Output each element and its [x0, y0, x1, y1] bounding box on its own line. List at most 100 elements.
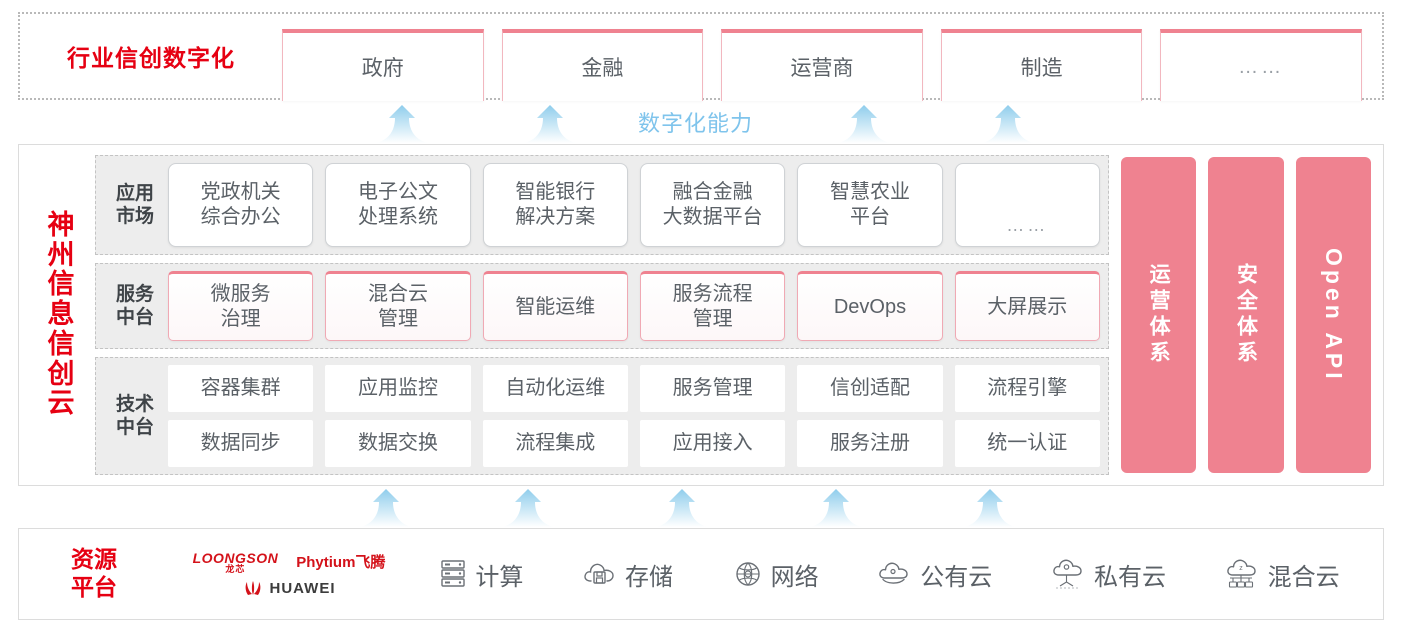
digital-capability-label: 数字化能力 — [638, 111, 754, 136]
card-line: 智慧农业 — [829, 181, 910, 204]
resource-item-public-cloud[interactable]: 公有云 — [877, 557, 992, 592]
resource-item-label: 存储 — [624, 563, 673, 591]
layer-label-line: 应用 — [115, 182, 154, 204]
cross-cutting-pillars: 运营体系 安全体系 Open API — [1119, 155, 1371, 475]
pillar-operations-system[interactable]: 运营体系 — [1121, 157, 1197, 473]
layer-label-application-market: 应用 市场 — [102, 182, 168, 228]
industry-card-finance[interactable]: 金融 — [501, 29, 704, 101]
tech-card-process-integration[interactable]: 流程集成 — [482, 420, 628, 467]
layer-label-line: 中台 — [115, 417, 154, 438]
card-line: 智能银行 — [515, 181, 596, 204]
cloud-title-char: 创 — [47, 358, 75, 389]
tech-card-process-engine[interactable]: 流程引擎 — [954, 365, 1100, 412]
card-line: 党政机关 — [200, 181, 281, 204]
resource-item-compute[interactable]: 计算 — [438, 557, 523, 592]
industry-card-manufacturing[interactable]: 制造 — [940, 29, 1143, 101]
cloud-platform-container: 神 州 信 息 信 创 云 应用 市场 党政机关 综合办公 — [18, 144, 1384, 486]
tech-card-unified-authentication[interactable]: 统一认证 — [954, 420, 1100, 467]
resource-item-private-cloud[interactable]: 私有云 — [1051, 557, 1166, 592]
hybrid-cloud-icon: z — [1226, 559, 1256, 588]
layer-label-line: 中台 — [115, 307, 154, 328]
tech-card-application-access[interactable]: 应用接入 — [639, 420, 786, 467]
service-card-intelligent-ops[interactable]: 智能运维 — [482, 271, 628, 341]
card-line: 管理 — [377, 308, 418, 330]
industry-card-more[interactable]: …… — [1160, 29, 1362, 101]
service-platform-items: 微服务 治理 混合云 管理 智能运维 服务流程 — [168, 271, 1100, 341]
layer-label-technical-platform: 技术 中台 — [102, 393, 168, 439]
huawei-logo: HUAWEI — [243, 580, 336, 597]
loongson-logo-text: LOONGSON — [192, 550, 279, 566]
loongson-logo-subtext: 龙芯 — [225, 564, 246, 574]
tech-card-service-management[interactable]: 服务管理 — [639, 365, 786, 412]
pillar-open-api[interactable]: Open API — [1295, 157, 1371, 473]
public-cloud-icon — [879, 562, 908, 584]
card-line: 平台 — [849, 206, 890, 228]
pillar-label: Open API — [1320, 247, 1347, 383]
resource-platform-container: 资源 平台 LOONGSON 龙芯 Phytium飞腾 HUAWEI — [18, 528, 1384, 620]
resource-item-label: 网络 — [770, 563, 819, 591]
tech-card-xinchuang-adaptation[interactable]: 信创适配 — [797, 365, 943, 412]
app-card-government-office[interactable]: 党政机关 综合办公 — [168, 163, 314, 247]
card-line: 微服务 — [210, 283, 271, 306]
cloud-platform-title: 神 州 信 息 信 创 云 — [27, 155, 95, 475]
pillar-security-system[interactable]: 安全体系 — [1208, 157, 1284, 473]
technical-platform-row: 容器集群 应用监控 自动化运维 服务管理 信创适配 流程引擎 — [168, 365, 1100, 412]
up-arrow-icon — [374, 104, 430, 144]
huawei-logo-text: HUAWEI — [269, 580, 336, 597]
layer-technical-platform: 技术 中台 容器集群 应用监控 自动化运维 服务管理 信创适配 流程引擎 数据同… — [95, 357, 1109, 475]
card-line: 综合办公 — [200, 206, 281, 228]
app-card-smart-agriculture[interactable]: 智慧农业 平台 — [797, 163, 943, 247]
industry-card-list: 政府 金融 运营商 制造 …… — [282, 11, 1382, 101]
layer-service-platform: 服务 中台 微服务 治理 混合云 管理 — [95, 263, 1109, 349]
app-card-edoc-system[interactable]: 电子公文 处理系统 — [325, 163, 471, 247]
layer-label-line: 市场 — [115, 206, 154, 227]
resource-item-label: 计算 — [475, 563, 524, 591]
app-card-more[interactable]: …… — [954, 163, 1100, 247]
service-card-hybrid-cloud-management[interactable]: 混合云 管理 — [325, 271, 471, 341]
resource-item-network[interactable]: 网络 — [732, 557, 819, 592]
up-arrow-icon — [980, 104, 1036, 144]
cloud-title-char: 神 — [47, 210, 75, 241]
cloud-title-char: 息 — [47, 299, 75, 330]
layer-application-market: 应用 市场 党政机关 综合办公 电子公文 处理系统 — [95, 155, 1109, 255]
pillar-label: 运营体系 — [1147, 263, 1171, 367]
app-card-smart-bank[interactable]: 智能银行 解决方案 — [482, 163, 628, 247]
resource-item-storage[interactable]: 存储 — [582, 557, 673, 592]
app-card-finance-bigdata[interactable]: 融合金融 大数据平台 — [639, 163, 786, 247]
card-line: 管理 — [692, 308, 733, 330]
resource-item-label: 混合云 — [1267, 563, 1340, 591]
tech-card-data-sync[interactable]: 数据同步 — [168, 420, 314, 467]
resource-platform-title: 资源 平台 — [19, 546, 169, 601]
card-line: 融合金融 — [672, 181, 753, 204]
resource-item-label: 私有云 — [1093, 563, 1166, 591]
tech-card-data-exchange[interactable]: 数据交换 — [325, 420, 471, 467]
layer-stack: 应用 市场 党政机关 综合办公 电子公文 处理系统 — [95, 155, 1109, 475]
application-market-items: 党政机关 综合办公 电子公文 处理系统 智能银行 解决方案 — [168, 163, 1100, 247]
resource-item-label: 公有云 — [920, 563, 993, 591]
tech-card-service-registry[interactable]: 服务注册 — [797, 420, 943, 467]
industry-card-government[interactable]: 政府 — [282, 29, 484, 101]
industry-card-telecom[interactable]: 运营商 — [721, 29, 923, 101]
up-arrow-icon — [808, 488, 864, 528]
tech-card-application-monitoring[interactable]: 应用监控 — [325, 365, 471, 412]
service-card-big-screen-display[interactable]: 大屏展示 — [954, 271, 1100, 341]
tech-card-automated-ops[interactable]: 自动化运维 — [482, 365, 628, 412]
network-globe-icon — [735, 562, 760, 586]
service-card-microservice-governance[interactable]: 微服务 治理 — [168, 271, 314, 341]
card-line: 服务流程 — [672, 283, 753, 306]
cloud-title-char: 信 — [47, 269, 75, 300]
card-line: 治理 — [220, 308, 261, 330]
vendor-logo-row: LOONGSON 龙芯 Phytium飞腾 — [193, 551, 386, 574]
up-arrow-icon — [500, 488, 556, 528]
resource-item-hybrid-cloud[interactable]: z 混合云 — [1225, 557, 1340, 592]
up-arrow-icon — [358, 488, 414, 528]
cloud-title-char: 云 — [47, 388, 75, 419]
industry-band-title: 行业信创数字化 — [67, 45, 235, 71]
svg-text:z: z — [1239, 565, 1243, 572]
service-card-devops[interactable]: DevOps — [797, 271, 943, 341]
cloud-platform-body: 应用 市场 党政机关 综合办公 电子公文 处理系统 — [95, 155, 1371, 475]
tech-card-container-cluster[interactable]: 容器集群 — [168, 365, 314, 412]
loongson-logo: LOONGSON 龙芯 — [193, 551, 279, 574]
service-card-service-process-management[interactable]: 服务流程 管理 — [639, 271, 786, 341]
resource-title-line: 资源 — [71, 546, 117, 573]
